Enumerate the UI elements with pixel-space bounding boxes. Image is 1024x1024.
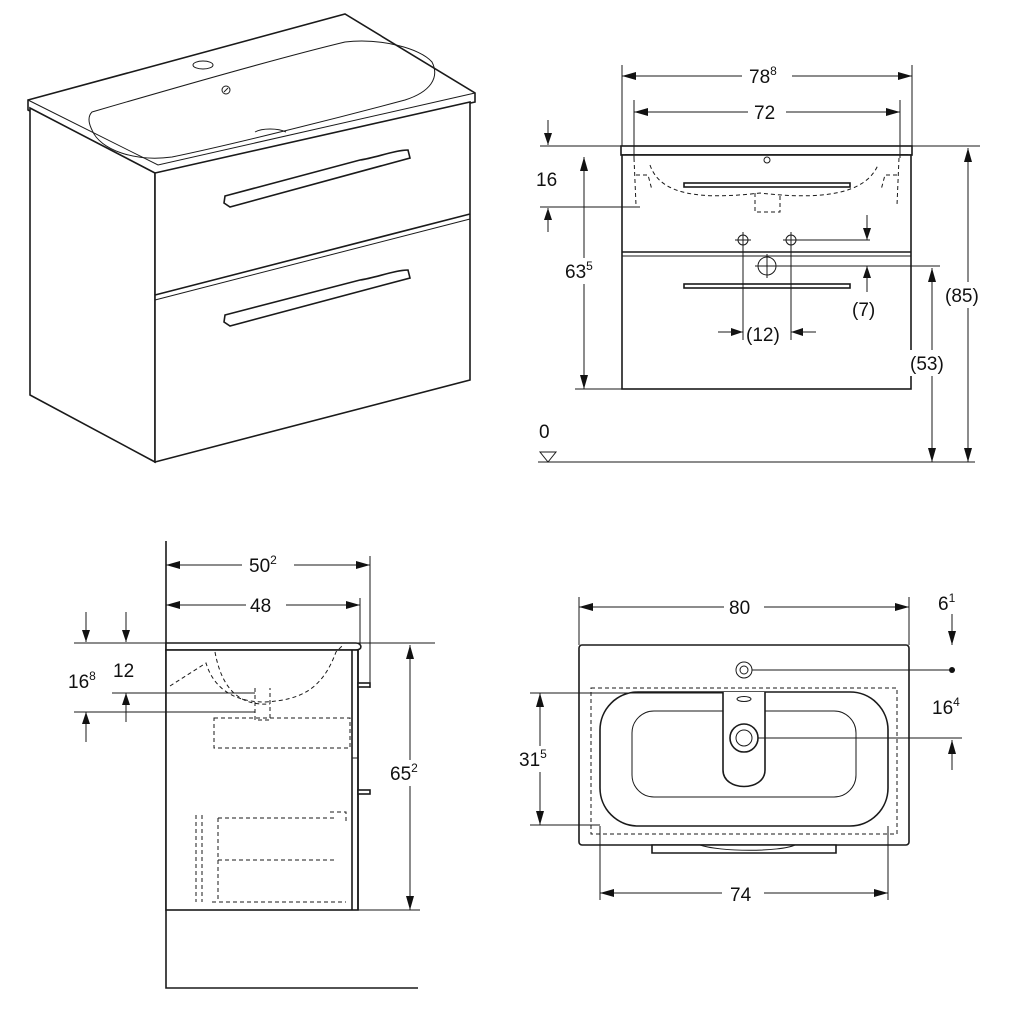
basin-bowl — [88, 40, 436, 159]
basin-slab — [27, 13, 476, 176]
front-view: 788 72 16 635 (7) (85) (53) (12) 0 — [536, 64, 993, 463]
front-worktop — [620, 145, 913, 156]
side-cabinet — [165, 649, 359, 911]
side-total-depth-label: 502 — [249, 553, 277, 577]
top-total-width-label: 80 — [729, 598, 750, 619]
floor-level-label: 0 — [539, 422, 550, 443]
front-total-height-label: (85) — [945, 286, 979, 307]
isometric-view — [27, 13, 476, 464]
top-view: 80 61 164 315 74 — [516, 591, 962, 907]
side-cabinet-depth-label: 48 — [250, 596, 271, 617]
top-tap-to-drain-label: 164 — [932, 695, 960, 719]
front-overflow-label: 16 — [536, 170, 557, 191]
side-cabinet-height-label: 652 — [390, 761, 418, 785]
side-basin-depth-b-label: 12 — [113, 661, 134, 682]
cabinet-front — [154, 100, 471, 464]
front-hole-spacing-label: (12) — [746, 325, 780, 346]
side-view: 502 48 168 12 652 — [68, 541, 435, 989]
top-tap-offset-label: 61 — [938, 591, 956, 615]
drawer-handle-bottom — [223, 269, 411, 327]
overflow-hole — [221, 85, 231, 95]
front-total-width-label: 788 — [749, 64, 777, 88]
front-drain-height-label: (53) — [910, 354, 944, 375]
drawer-handle-top — [223, 149, 411, 208]
front-basin-width-label: 72 — [754, 103, 775, 124]
top-inner-width-label: 74 — [730, 885, 752, 906]
tap-hole — [192, 60, 214, 70]
top-drain-to-front-label: 315 — [519, 747, 547, 771]
side-basin-depth-a-label: 168 — [68, 669, 96, 693]
front-cabinet-height-label: 635 — [565, 259, 593, 283]
front-drain-offset-label: (7) — [852, 300, 875, 321]
